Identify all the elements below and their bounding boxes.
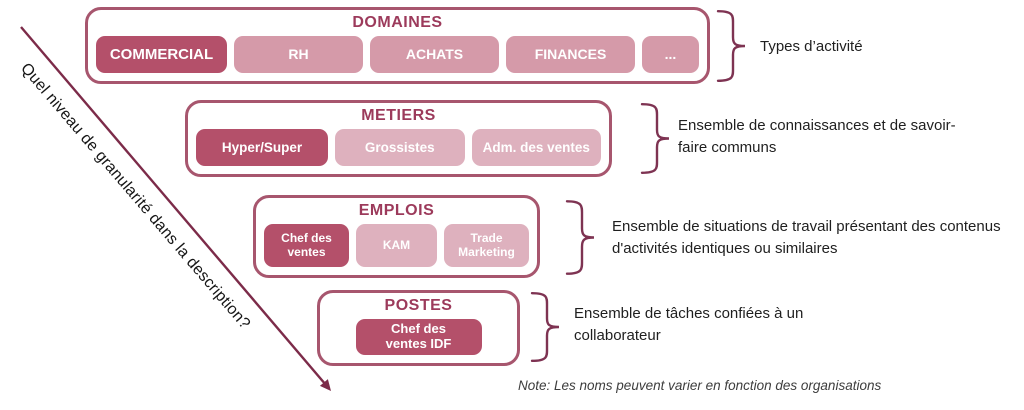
level-metiers: METIERS Hyper/Super Grossistes Adm. des … [185, 100, 612, 177]
annotation-postes: Ensemble de tâches confiées à un collabo… [574, 305, 804, 344]
item-ellipsis: ... [642, 36, 699, 73]
item-rh: RH [234, 36, 363, 73]
brace-icon [563, 199, 597, 276]
item-finances: FINANCES [506, 36, 635, 73]
brace-icon [714, 9, 748, 83]
item-commercial: COMMERCIAL [96, 36, 227, 73]
item-kam: KAM [356, 224, 437, 267]
level-postes-title: POSTES [384, 297, 453, 314]
level-postes-items: Chef des ventes IDF [320, 316, 517, 363]
item-trade-marketing: Trade Marketing [444, 224, 529, 267]
item-achats: ACHATS [370, 36, 499, 73]
level-emplois-items: Chef des ventes KAM Trade Marketing [256, 221, 537, 275]
annotation-domaines: Types d’activité [760, 38, 863, 55]
item-chef-des-ventes-idf: Chef des ventes IDF [355, 319, 482, 355]
brace-icon [528, 291, 562, 363]
level-domaines-items: COMMERCIAL RH ACHATS FINANCES ... [88, 33, 707, 81]
item-grossistes: Grossistes [335, 129, 465, 166]
level-metiers-items: Hyper/Super Grossistes Adm. des ventes [188, 126, 609, 174]
item-chef-des-ventes: Chef des ventes [264, 224, 349, 267]
brace-icon [638, 102, 672, 175]
level-postes: POSTES Chef des ventes IDF [317, 290, 520, 366]
level-domaines: DOMAINES COMMERCIAL RH ACHATS FINANCES .… [85, 7, 710, 84]
item-hyper-super: Hyper/Super [196, 129, 328, 166]
level-metiers-title: METIERS [361, 107, 436, 124]
annotation-metiers: Ensemble de connaissances et de savoir-f… [678, 117, 956, 156]
level-emplois-title: EMPLOIS [358, 202, 435, 219]
level-domaines-title: DOMAINES [352, 14, 443, 31]
item-adm-des-ventes: Adm. des ventes [471, 129, 601, 166]
level-emplois: EMPLOIS Chef des ventes KAM Trade Market… [253, 195, 540, 278]
annotation-emplois: Ensemble de situations de travail présen… [612, 218, 1001, 257]
footnote: Note: Les noms peuvent varier en fonctio… [518, 378, 882, 393]
